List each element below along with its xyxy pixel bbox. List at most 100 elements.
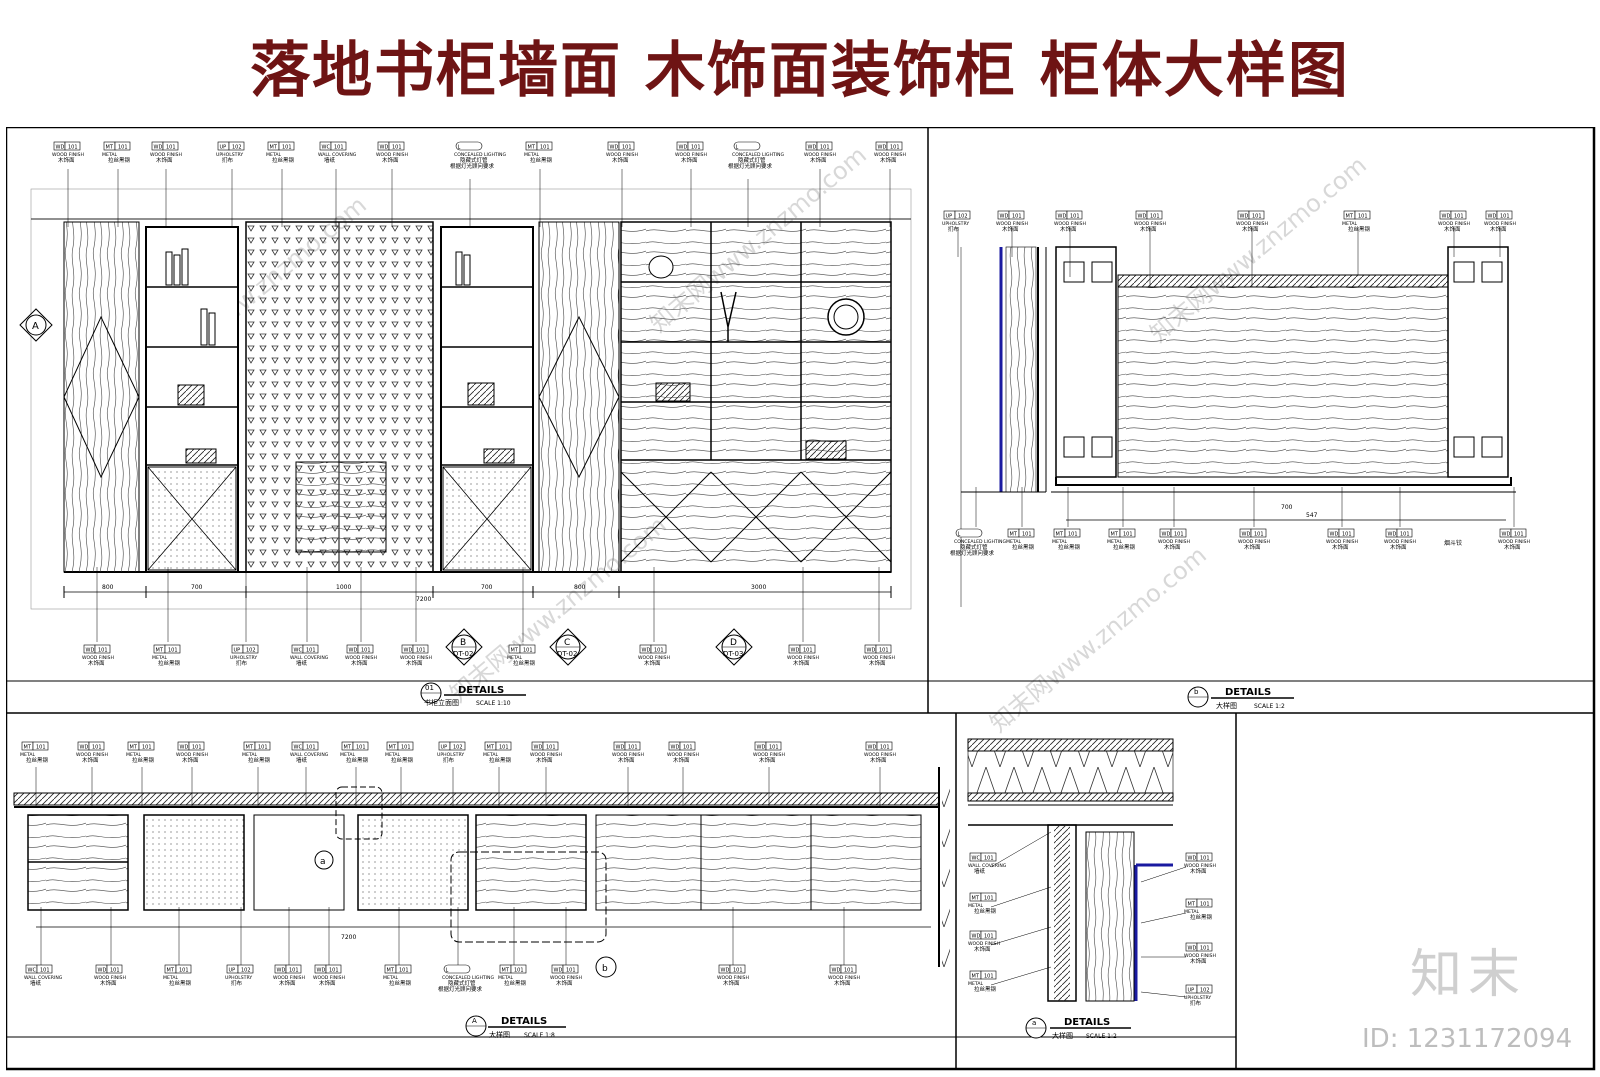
- svg-text:木饰面: 木饰面: [618, 756, 635, 764]
- svg-text:WD: WD: [154, 144, 163, 150]
- svg-text:拉丝黑钢: 拉丝黑钢: [504, 979, 527, 987]
- svg-text:木饰面: 木饰面: [1190, 957, 1207, 965]
- svg-text:WOOD FINISH: WOOD FINISH: [667, 752, 699, 758]
- svg-text:METAL: METAL: [498, 975, 513, 981]
- svg-text:101: 101: [1068, 531, 1078, 537]
- svg-text:101: 101: [546, 744, 556, 750]
- svg-text:METAL: METAL: [152, 655, 167, 661]
- svg-text:101: 101: [499, 744, 509, 750]
- svg-text:WD: WD: [80, 744, 89, 750]
- svg-text:木饰面: 木饰面: [759, 756, 776, 764]
- svg-text:WD: WD: [642, 647, 651, 653]
- svg-text:WOOD FINISH: WOOD FINISH: [1438, 221, 1470, 227]
- svg-text:木饰面: 木饰面: [870, 756, 887, 764]
- svg-text:CONCEALED LIGHTING: CONCEALED LIGHTING: [954, 539, 1006, 545]
- svg-text:WOOD FINISH: WOOD FINISH: [52, 152, 84, 158]
- svg-text:101: 101: [628, 744, 638, 750]
- svg-text:WALL COVERING: WALL COVERING: [290, 655, 329, 661]
- svg-text:101: 101: [1200, 945, 1210, 951]
- svg-text:METAL: METAL: [968, 981, 983, 987]
- p2-dim-inner: 547: [1306, 512, 1318, 519]
- svg-text:101: 101: [879, 647, 889, 653]
- svg-text:WD: WD: [679, 144, 688, 150]
- svg-text:WOOD FINISH: WOOD FINISH: [675, 152, 707, 158]
- svg-text:WOOD FINISH: WOOD FINISH: [612, 752, 644, 758]
- svg-text:WOOD FINISH: WOOD FINISH: [150, 152, 182, 158]
- svg-text:MT: MT: [130, 744, 138, 750]
- svg-text:102: 102: [246, 647, 256, 653]
- svg-text:SCALE 1:2: SCALE 1:2: [1254, 703, 1285, 710]
- svg-text:101: 101: [1342, 531, 1352, 537]
- svg-text:WOOD FINISH: WOOD FINISH: [1054, 221, 1086, 227]
- svg-text:扪布: 扪布: [236, 659, 248, 667]
- svg-text:WOOD FINISH: WOOD FINISH: [1484, 221, 1516, 227]
- svg-text:WD: WD: [277, 967, 286, 973]
- svg-text:UPHOLSTRY: UPHOLSTRY: [230, 655, 257, 661]
- svg-text:B: B: [460, 638, 466, 648]
- svg-text:102: 102: [958, 213, 968, 219]
- dim-seg-1: 800: [102, 584, 114, 591]
- svg-text:WD: WD: [404, 647, 413, 653]
- svg-text:WALL COVERING: WALL COVERING: [24, 975, 63, 981]
- svg-text:拉丝黑钢: 拉丝黑钢: [1058, 543, 1081, 551]
- svg-text:拉丝黑钢: 拉丝黑钢: [974, 985, 997, 993]
- svg-text:扪布: 扪布: [948, 225, 960, 233]
- svg-text:METAL: METAL: [1006, 539, 1021, 545]
- svg-text:拉丝黑钢: 拉丝黑钢: [248, 756, 271, 764]
- svg-text:101: 101: [691, 144, 701, 150]
- svg-text:UP: UP: [441, 744, 448, 750]
- svg-text:拉丝黑钢: 拉丝黑钢: [530, 156, 553, 164]
- svg-text:L: L: [458, 144, 461, 150]
- svg-text:DT-02: DT-02: [557, 650, 577, 658]
- svg-text:WOOD FINISH: WOOD FINISH: [82, 655, 114, 661]
- svg-text:WALL COVERING: WALL COVERING: [290, 752, 329, 758]
- svg-text:拉丝黑钢: 拉丝黑钢: [272, 156, 295, 164]
- svg-text:隐藏式灯管: 隐藏式灯管: [448, 979, 476, 987]
- svg-text:UPHOLSTRY: UPHOLSTRY: [216, 152, 243, 158]
- svg-text:WOOD FINISH: WOOD FINISH: [1384, 539, 1416, 545]
- marker-small-a: a: [314, 850, 334, 870]
- svg-text:SCALE 1:2: SCALE 1:2: [1086, 1033, 1117, 1040]
- svg-text:WD: WD: [56, 144, 65, 150]
- brand-logo: 知末: [1410, 945, 1527, 1005]
- svg-text:DT-02: DT-02: [453, 650, 473, 658]
- svg-text:102: 102: [453, 744, 463, 750]
- svg-text:METAL: METAL: [340, 752, 355, 758]
- svg-text:a: a: [1032, 1019, 1036, 1027]
- p2-dim-total: 700: [1281, 504, 1293, 511]
- svg-text:木饰面: 木饰面: [834, 979, 851, 987]
- svg-text:WD: WD: [1188, 855, 1197, 861]
- svg-text:拉丝黑钢: 拉丝黑钢: [132, 756, 155, 764]
- svg-text:MT: MT: [246, 744, 254, 750]
- svg-text:木饰面: 木饰面: [1444, 225, 1461, 233]
- svg-text:WD: WD: [1138, 213, 1147, 219]
- svg-text:101: 101: [168, 647, 178, 653]
- svg-text:102: 102: [1200, 987, 1210, 993]
- svg-text:WOOD FINISH: WOOD FINISH: [1158, 539, 1190, 545]
- svg-text:木饰面: 木饰面: [82, 756, 99, 764]
- svg-text:UP: UP: [946, 213, 953, 219]
- svg-text:METAL: METAL: [507, 655, 522, 661]
- svg-text:WOOD FINISH: WOOD FINISH: [176, 752, 208, 758]
- svg-text:隐藏式灯管: 隐藏式灯管: [460, 156, 488, 164]
- svg-text:102: 102: [232, 144, 242, 150]
- svg-text:101: 101: [399, 967, 409, 973]
- p1-title-block: 01 DETAILS 书柜立面图 SCALE 1:10: [420, 682, 526, 707]
- svg-text:WOOD FINISH: WOOD FINISH: [863, 655, 895, 661]
